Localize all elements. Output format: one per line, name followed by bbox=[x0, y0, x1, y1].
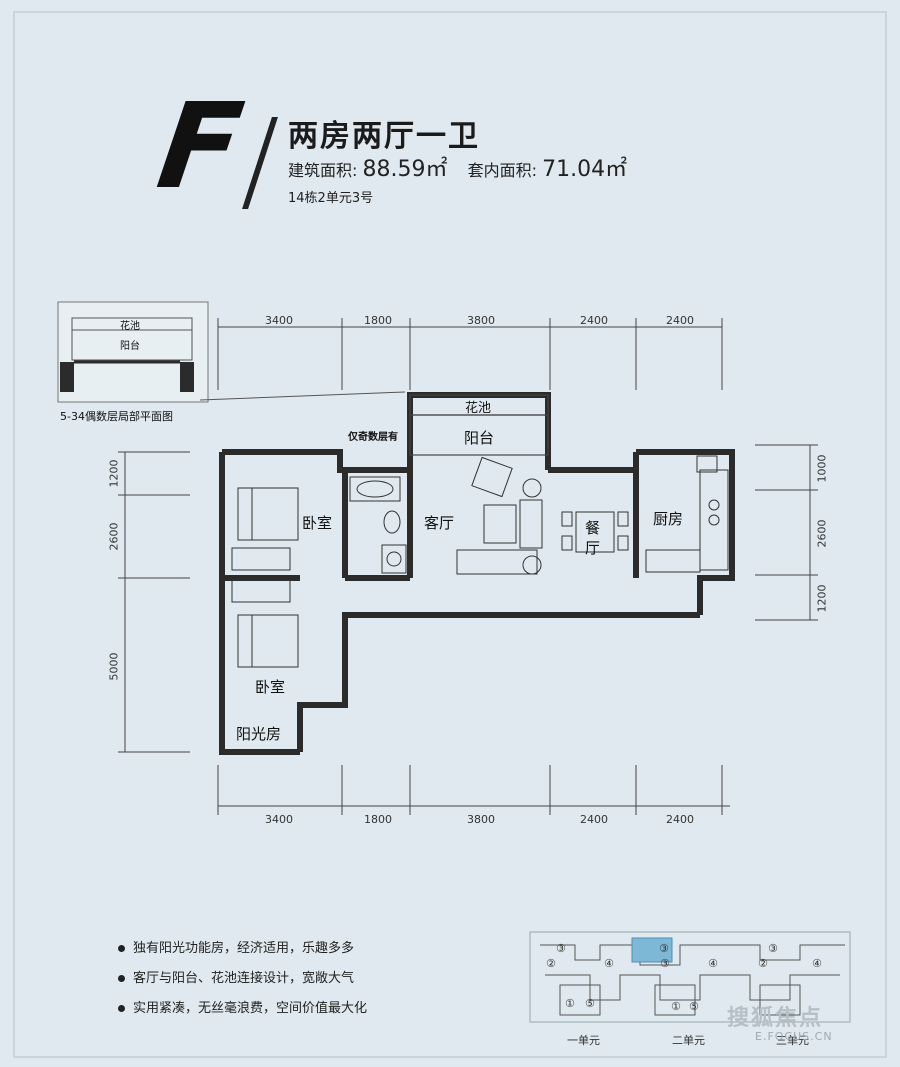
site-marker: ⑤ bbox=[585, 997, 595, 1010]
walls bbox=[219, 392, 735, 755]
inset-caption: 5-34偶数层局部平面图 bbox=[60, 410, 173, 423]
top-dim-5: 2400 bbox=[666, 314, 694, 327]
bottom-dimension-lines bbox=[217, 765, 730, 815]
header-divider bbox=[242, 117, 278, 209]
site-marker: ③ bbox=[660, 957, 670, 970]
plan-header: F 两房两厅一卫 建筑面积: 88.59㎡ 套内面积: 71.04㎡ 14栋2单… bbox=[150, 77, 760, 215]
site-plan-thumbnail bbox=[529, 931, 851, 1023]
room-dining-char-2: 厅 bbox=[585, 539, 601, 557]
right-dim-3: 1200 bbox=[815, 584, 829, 613]
site-marker: ③ bbox=[556, 942, 566, 955]
left-dim-1: 1200 bbox=[107, 459, 121, 488]
site-marker: ② bbox=[546, 957, 556, 970]
top-dim-1: 3400 bbox=[265, 314, 293, 327]
bullet-dot bbox=[118, 1005, 125, 1012]
top-dim-3: 3800 bbox=[467, 314, 495, 327]
room-kitchen: 厨房 bbox=[653, 510, 684, 528]
site-unit-1: 一单元 bbox=[567, 1034, 600, 1047]
site-unit-2: 二单元 bbox=[672, 1034, 705, 1047]
bottom-dim-1: 3400 bbox=[265, 813, 293, 826]
inset-partial-plan bbox=[57, 301, 406, 403]
site-marker: ④ bbox=[604, 957, 614, 970]
page-title: 两房两厅一卫 bbox=[288, 119, 480, 154]
gross-area-value: 88.59㎡ bbox=[362, 157, 448, 182]
site-marker: ② bbox=[758, 957, 768, 970]
feature-item: 客厅与阳台、花池连接设计，宽敞大气 bbox=[118, 967, 367, 986]
bottom-dim-2: 1800 bbox=[364, 813, 392, 826]
unit-location: 14栋2单元3号 bbox=[288, 191, 374, 206]
bullet-dot bbox=[118, 975, 125, 982]
site-marker: ① bbox=[565, 997, 575, 1010]
room-balcony: 阳台 bbox=[464, 429, 495, 447]
net-area-label: 套内面积: bbox=[467, 161, 538, 180]
feature-item: 实用紧凑，无丝毫浪费，空间价值最大化 bbox=[118, 997, 367, 1016]
site-marker: ④ bbox=[708, 957, 718, 970]
left-dim-3: 5000 bbox=[107, 652, 121, 681]
feature-item: 独有阳光功能房，经济适用，乐趣多多 bbox=[118, 937, 367, 956]
top-dim-2: 1800 bbox=[364, 314, 392, 327]
top-dimension-lines bbox=[217, 318, 723, 390]
watermark-url: E.FOCUS.CN bbox=[755, 1030, 833, 1043]
room-planter: 花池 bbox=[465, 401, 492, 416]
room-living: 客厅 bbox=[424, 514, 455, 532]
bullet-dot bbox=[118, 945, 125, 952]
site-marker: ① bbox=[671, 1000, 681, 1013]
odd-floor-note: 仅奇数层有 bbox=[348, 432, 398, 443]
unit-type-letter: F bbox=[150, 77, 251, 215]
inset-planter-label: 花池 bbox=[120, 321, 140, 332]
gross-area-label: 建筑面积: bbox=[288, 161, 358, 180]
feature-list: 独有阳光功能房，经济适用，乐趣多多 客厅与阳台、花池连接设计，宽敞大气 实用紧凑… bbox=[118, 937, 367, 1027]
net-area-value: 71.04㎡ bbox=[542, 157, 628, 182]
room-bedroom-1: 卧室 bbox=[302, 514, 333, 532]
top-dim-4: 2400 bbox=[580, 314, 608, 327]
area-info: 建筑面积: 88.59㎡ 套内面积: 71.04㎡ bbox=[288, 151, 627, 183]
site-marker: ③ bbox=[659, 942, 669, 955]
right-dimension-lines bbox=[755, 444, 818, 621]
right-dim-2: 2600 bbox=[815, 519, 829, 548]
left-dim-2: 2600 bbox=[107, 522, 121, 551]
room-bedroom-2: 卧室 bbox=[255, 678, 286, 696]
right-dim-1: 1000 bbox=[815, 454, 829, 483]
bottom-dim-3: 3800 bbox=[467, 813, 495, 826]
site-marker: ③ bbox=[768, 942, 778, 955]
site-marker: ④ bbox=[812, 957, 822, 970]
balcony-outline bbox=[409, 394, 549, 456]
site-unit-3: 三单元 bbox=[776, 1034, 809, 1047]
room-dining-char-1: 餐 bbox=[585, 519, 601, 537]
bottom-dim-4: 2400 bbox=[580, 813, 608, 826]
bottom-dim-5: 2400 bbox=[666, 813, 694, 826]
room-sunroom: 阳光房 bbox=[236, 725, 282, 743]
watermark-logo: 搜狐焦点 bbox=[727, 1006, 824, 1031]
site-marker: ⑤ bbox=[689, 1000, 699, 1013]
inset-balcony-label: 阳台 bbox=[120, 341, 140, 352]
furniture bbox=[231, 455, 729, 668]
left-dimension-lines bbox=[118, 451, 190, 753]
